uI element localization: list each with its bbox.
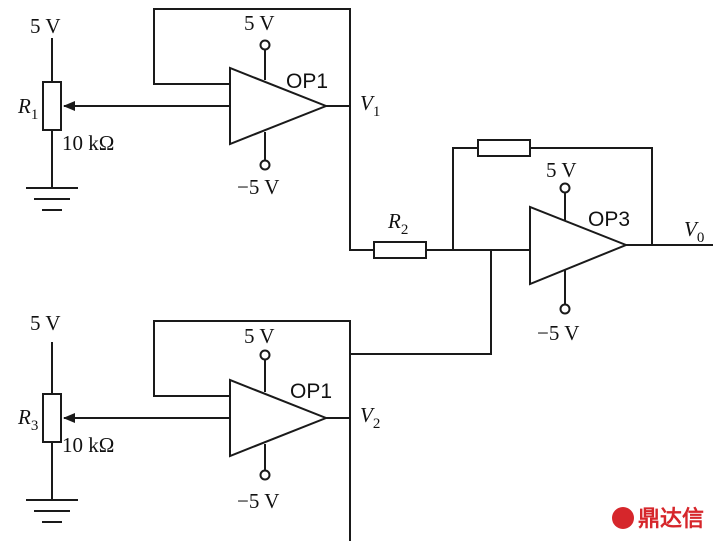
watermark-logo-icon: [612, 507, 634, 529]
op3-vneg: −5 V: [537, 321, 579, 345]
op1-lower-vneg: −5 V: [237, 489, 279, 513]
r3-label: R3: [17, 405, 38, 434]
op-amp-op3: [529, 182, 713, 315]
supply-label-bottom: 5 V: [30, 311, 61, 335]
r1-value: 10 kΩ: [62, 131, 114, 155]
v1-label: V1: [360, 91, 380, 120]
r3-value: 10 kΩ: [62, 433, 114, 457]
op1-upper-name: OP1: [286, 70, 328, 93]
r2-label: R2: [387, 209, 408, 238]
op1-lower-name: OP1: [290, 380, 332, 403]
op1-upper-vneg: −5 V: [237, 175, 279, 199]
op3-vpos: 5 V: [546, 158, 577, 182]
r1-label: R1: [17, 94, 38, 123]
feedback-resistor: [452, 139, 653, 250]
supply-label-top: 5 V: [30, 14, 61, 38]
potentiometer-r1: [42, 38, 145, 188]
wire-v2-to-op3: [350, 250, 492, 355]
v0-label: V0: [684, 217, 704, 246]
op-amp-lower: [145, 320, 351, 541]
resistor-r2: [373, 241, 530, 259]
wire-v1-to-r2: [349, 106, 374, 251]
op1-upper-vpos: 5 V: [244, 11, 275, 35]
ground-symbol: [26, 187, 78, 211]
ground-symbol: [26, 499, 78, 523]
watermark-text: 鼎达信: [638, 506, 704, 532]
watermark: 鼎达信: [612, 506, 704, 532]
op1-lower-vpos: 5 V: [244, 324, 275, 348]
op3-name: OP3: [588, 208, 630, 231]
potentiometer-r3: [42, 342, 145, 500]
op-amp-upper: [145, 8, 351, 171]
v2-label: V2: [360, 403, 380, 432]
